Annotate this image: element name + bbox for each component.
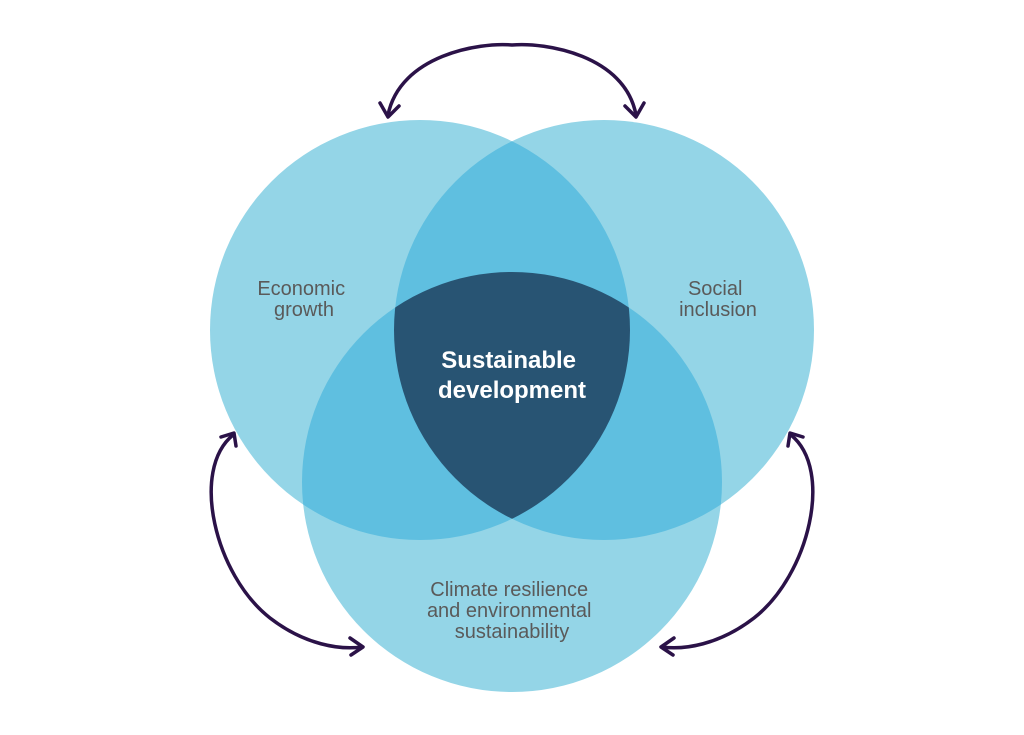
arrow-economic-social bbox=[378, 42, 646, 119]
sustainable-development-label-line2: development bbox=[438, 377, 586, 404]
arrow-economic-climate bbox=[209, 431, 365, 657]
social-inclusion-label-line1: Social bbox=[688, 278, 742, 300]
social-inclusion-label-line2: inclusion bbox=[679, 299, 757, 321]
climate-resilience-label-line2: and environmental bbox=[427, 600, 592, 622]
sustainable-development-label: Sustainable development bbox=[438, 347, 586, 404]
sustainable-development-label-line1: Sustainable bbox=[441, 347, 576, 374]
economic-growth-label: Economic growth bbox=[257, 278, 350, 321]
social-inclusion-label: Social inclusion bbox=[679, 278, 757, 321]
arrow-social-climate bbox=[659, 431, 815, 657]
climate-resilience-label: Climate resilience and environmental sus… bbox=[427, 579, 597, 643]
economic-growth-label-line2: growth bbox=[274, 299, 334, 321]
climate-resilience-label-line3: sustainability bbox=[455, 621, 570, 643]
economic-growth-label-line1: Economic bbox=[257, 278, 345, 300]
sustainable-development-region bbox=[394, 272, 630, 540]
climate-resilience-label-line1: Climate resilience bbox=[430, 579, 588, 601]
